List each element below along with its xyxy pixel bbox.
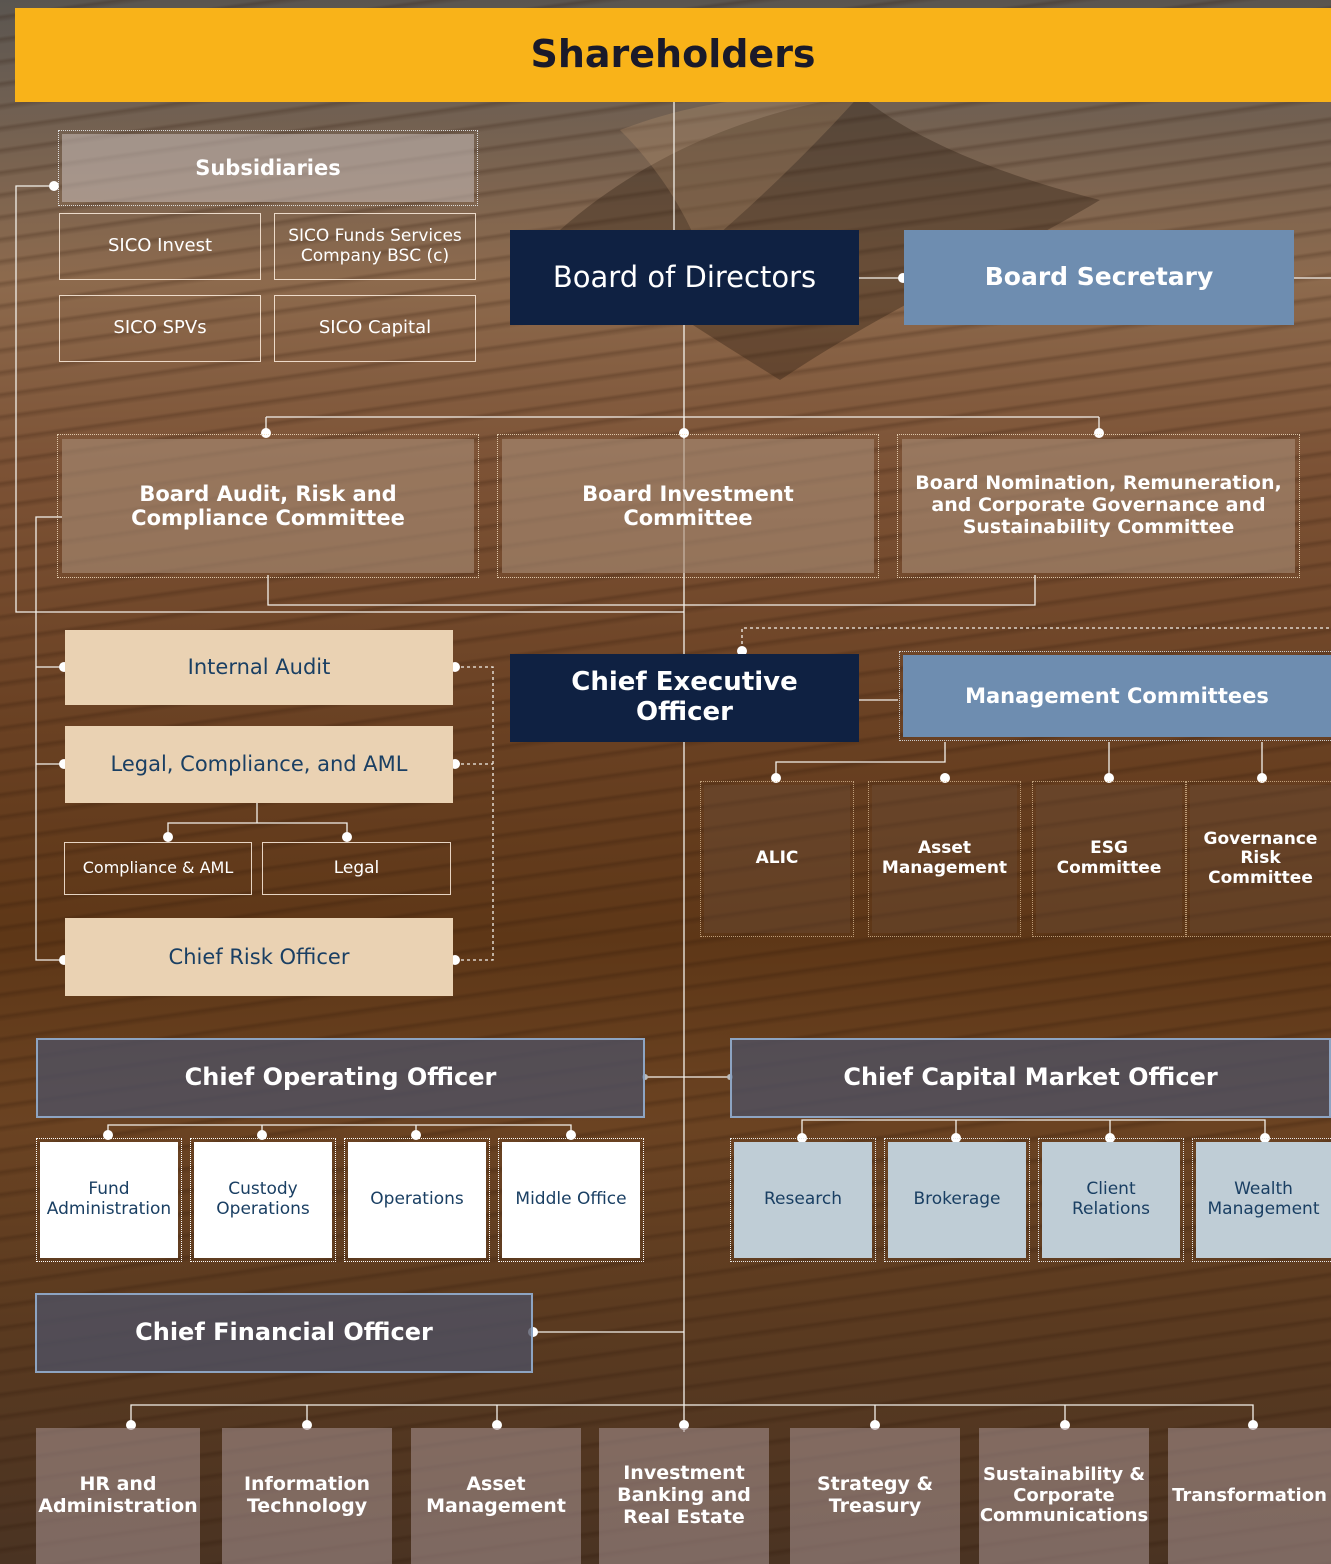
shareholders-label: Shareholders — [530, 32, 816, 77]
subsidiary-sico-invest: SICO Invest — [59, 213, 261, 280]
dept-label: Transformation — [1172, 1484, 1327, 1506]
mc-esg-committee: ESG Committee — [1032, 781, 1186, 937]
ccmo-research: Research — [730, 1138, 876, 1262]
subsidiaries-header: Subsidiaries — [58, 130, 478, 206]
internal-audit-label: Internal Audit — [187, 655, 331, 680]
cfo-box: Chief Financial Officer — [35, 1293, 533, 1373]
shareholders-box: Shareholders — [15, 8, 1331, 102]
ccmo-item-label: Research — [764, 1189, 842, 1210]
dept-label: Strategy & Treasury — [816, 1473, 934, 1517]
legal-compliance-aml-box: Legal, Compliance, and AML — [65, 726, 453, 803]
mc-governance-risk-committee: Governance Risk Committee — [1186, 781, 1331, 937]
subsidiary-sico-spvs: SICO SPVs — [59, 295, 261, 362]
coo-custody-operations: Custody Operations — [190, 1138, 336, 1262]
ccmo-brokerage: Brokerage — [884, 1138, 1030, 1262]
subsidiary-sico-capital: SICO Capital — [274, 295, 476, 362]
dept-investment-banking: Investment Banking and Real Estate — [599, 1428, 769, 1564]
legal-box: Legal — [262, 842, 451, 895]
subsidiary-label: SICO Capital — [318, 317, 432, 339]
dept-label: Investment Banking and Real Estate — [617, 1462, 751, 1528]
coo-item-label: Operations — [370, 1189, 464, 1210]
board-of-directors-label: Board of Directors — [552, 259, 817, 294]
coo-label: Chief Operating Officer — [184, 1063, 497, 1092]
coo-item-label: Middle Office — [515, 1189, 627, 1210]
board-investment-committee: Board Investment Committee — [497, 434, 879, 578]
coo-item-label: Custody Operations — [216, 1179, 310, 1219]
mc-label: ALIC — [755, 848, 799, 869]
dept-asset-management: Asset Management — [411, 1428, 581, 1564]
dept-strategy-treasury: Strategy & Treasury — [790, 1428, 960, 1564]
board-of-directors-box: Board of Directors — [510, 230, 859, 325]
ccmo-box: Chief Capital Market Officer — [730, 1038, 1331, 1118]
ceo-label: Chief Executive Officer — [571, 667, 798, 727]
ccmo-wealth-management: Wealth Management — [1192, 1138, 1331, 1262]
chief-risk-officer-label: Chief Risk Officer — [168, 944, 350, 969]
dept-transformation: Transformation — [1168, 1428, 1331, 1564]
committee-label: Board Nomination, Remuneration, and Corp… — [915, 472, 1282, 538]
committee-label: Board Investment Committee — [582, 481, 794, 530]
compliance-aml-label: Compliance & AML — [82, 858, 234, 878]
coo-operations: Operations — [344, 1138, 490, 1262]
subsidiary-sico-funds-services: SICO Funds Services Company BSC (c) — [274, 213, 476, 280]
internal-audit-box: Internal Audit — [65, 630, 453, 705]
mc-label: Governance Risk Committee — [1203, 828, 1318, 888]
dept-label: HR and Administration — [38, 1473, 198, 1517]
ccmo-label: Chief Capital Market Officer — [843, 1063, 1218, 1092]
mc-asset-management: Asset Management — [868, 781, 1021, 937]
mc-alic: ALIC — [700, 781, 854, 937]
coo-box: Chief Operating Officer — [36, 1038, 645, 1118]
coo-middle-office: Middle Office — [498, 1138, 644, 1262]
dept-label: Information Technology — [243, 1473, 371, 1517]
coo-fund-administration: Fund Administration — [36, 1138, 182, 1262]
ccmo-item-label: Brokerage — [913, 1189, 1001, 1210]
board-secretary-box: Board Secretary — [904, 230, 1294, 325]
board-secretary-label: Board Secretary — [984, 262, 1214, 292]
cfo-label: Chief Financial Officer — [135, 1318, 433, 1347]
dept-hr-administration: HR and Administration — [36, 1428, 200, 1564]
management-committees-header: Management Committees — [899, 651, 1331, 741]
board-nomination-committee: Board Nomination, Remuneration, and Corp… — [897, 434, 1300, 578]
dept-information-technology: Information Technology — [222, 1428, 392, 1564]
dept-label: Asset Management — [426, 1473, 566, 1517]
mc-label: Asset Management — [881, 838, 1008, 878]
ccmo-item-label: Wealth Management — [1207, 1179, 1320, 1219]
subsidiary-label: SICO SPVs — [113, 317, 207, 339]
board-audit-risk-committee: Board Audit, Risk and Compliance Committ… — [57, 434, 479, 578]
dept-sustainability-communications: Sustainability & Corporate Communication… — [979, 1428, 1149, 1564]
compliance-aml-box: Compliance & AML — [64, 842, 252, 895]
legal-label: Legal — [333, 857, 380, 878]
management-committees-title: Management Committees — [965, 683, 1269, 708]
subsidiaries-title: Subsidiaries — [195, 155, 341, 180]
ccmo-item-label: Client Relations — [1071, 1179, 1151, 1219]
coo-item-label: Fund Administration — [46, 1179, 172, 1219]
ceo-box: Chief Executive Officer — [510, 654, 859, 742]
chief-risk-officer-box: Chief Risk Officer — [65, 918, 453, 996]
committee-label: Board Audit, Risk and Compliance Committ… — [131, 481, 405, 530]
dept-label: Sustainability & Corporate Communication… — [979, 1463, 1149, 1527]
subsidiary-label: SICO Invest — [107, 235, 213, 257]
ccmo-client-relations: Client Relations — [1038, 1138, 1184, 1262]
legal-compliance-label: Legal, Compliance, and AML — [110, 752, 408, 777]
subsidiary-label: SICO Funds Services Company BSC (c) — [288, 225, 462, 266]
mc-label: ESG Committee — [1056, 838, 1162, 878]
